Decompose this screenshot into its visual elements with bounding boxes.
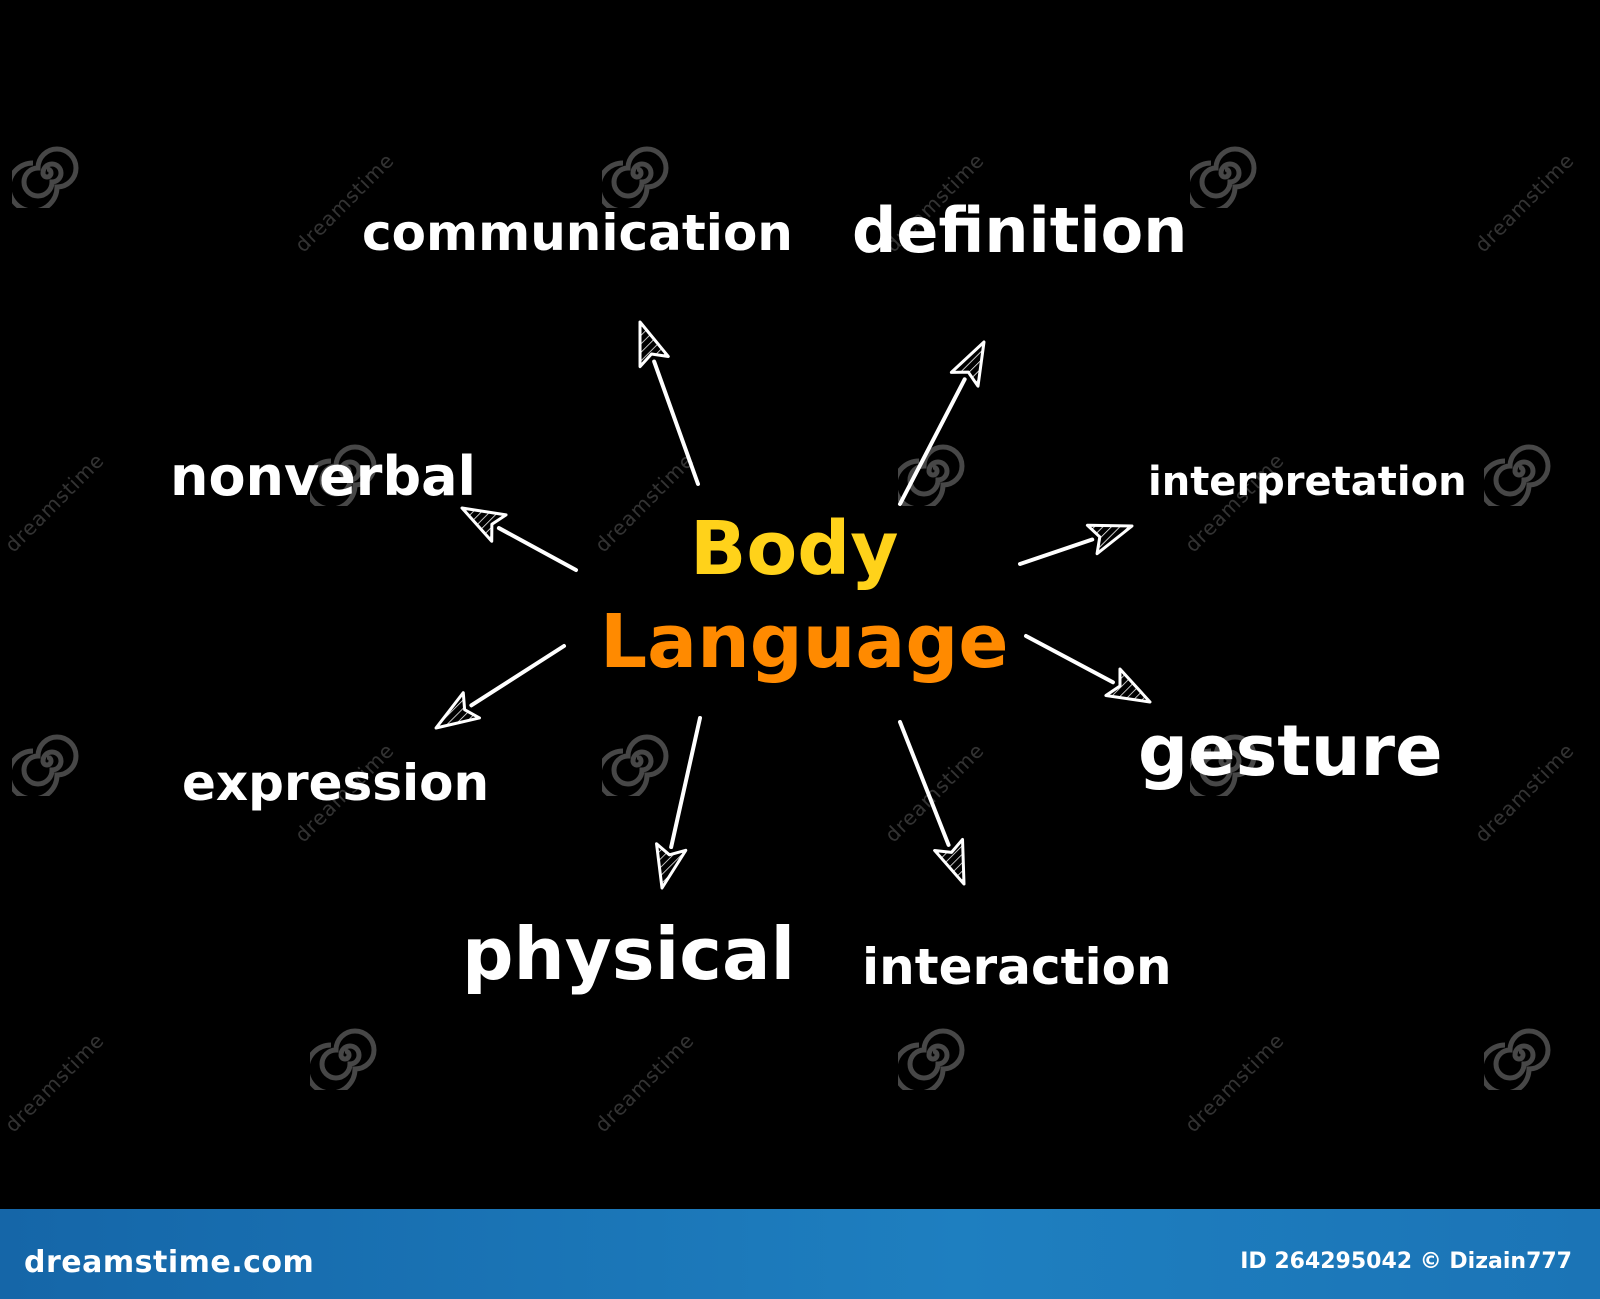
- arrow-to-gesture: [1024, 634, 1152, 704]
- branch-expression: expression: [182, 754, 490, 812]
- arrow-to-physical: [655, 716, 702, 890]
- center-title-line1: Body: [690, 506, 899, 592]
- arrow-to-nonverbal: [460, 506, 578, 572]
- center-title-line2: Language: [600, 599, 1009, 685]
- footer-image-id: ID 264295042 © Dizain777: [1240, 1249, 1572, 1274]
- branch-gesture: gesture: [1138, 710, 1443, 792]
- footer-brand: dreamstime.com: [24, 1245, 315, 1280]
- arrow-to-expression: [434, 644, 566, 730]
- arrows-layer: [434, 320, 1152, 890]
- branch-interpretation: interpretation: [1148, 459, 1467, 505]
- arrow-to-interaction: [898, 720, 966, 886]
- branch-communication: communication: [362, 204, 793, 262]
- branch-definition: definition: [852, 194, 1188, 267]
- footer-bar: dreamstime.com ID 264295042 © Dizain777: [0, 1209, 1600, 1299]
- branch-nonverbal: nonverbal: [170, 445, 477, 508]
- branch-physical: physical: [462, 912, 796, 996]
- arrow-to-definition: [898, 340, 986, 506]
- arrow-to-communication: [638, 320, 700, 486]
- branch-interaction: interaction: [862, 938, 1172, 996]
- arrow-to-interpretation: [1018, 523, 1134, 566]
